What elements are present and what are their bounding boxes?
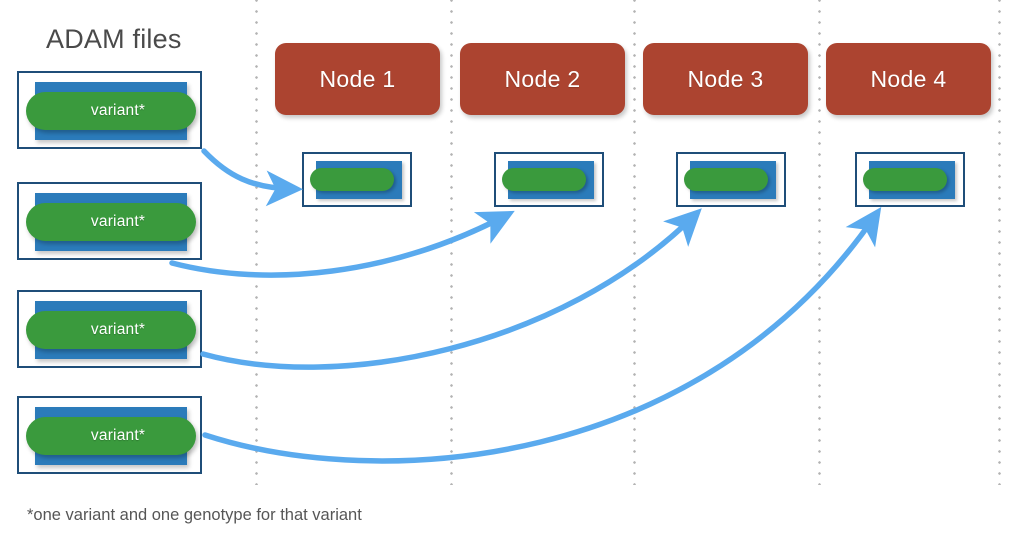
node-box-4[interactable]: Node 4 [826, 43, 991, 115]
column-divider-3 [633, 0, 636, 485]
node-box-2[interactable]: Node 2 [460, 43, 625, 115]
variant-pill-2: variant* [26, 203, 196, 241]
arrow-file3-to-node3 [200, 208, 702, 370]
node-4-record-box[interactable] [855, 152, 965, 207]
column-divider-2 [450, 0, 453, 485]
variant-pill-4: variant* [26, 417, 196, 455]
node-label-1: Node 1 [319, 65, 396, 92]
variant-pill-label-1: variant* [90, 102, 146, 119]
adam-file-box-2[interactable]: variant* [17, 182, 202, 260]
adam-file-box-1[interactable]: variant* [17, 71, 202, 149]
arrow-file1-to-node1 [201, 148, 303, 207]
node-label-3: Node 3 [687, 65, 764, 92]
column-divider-4 [818, 0, 821, 485]
page-title: ADAM files [46, 24, 182, 54]
variant-pill-3: variant* [26, 311, 196, 349]
column-divider-1 [255, 0, 258, 485]
adam-file-box-3[interactable]: variant* [17, 290, 202, 368]
node-box-3[interactable]: Node 3 [643, 43, 808, 115]
node-4-record-pill [863, 168, 947, 191]
node-2-record-box[interactable] [494, 152, 604, 207]
node-label-2: Node 2 [504, 65, 581, 92]
node-box-1[interactable]: Node 1 [275, 43, 440, 115]
node-3-record-box[interactable] [676, 152, 786, 207]
node-label-4: Node 4 [870, 65, 947, 92]
node-2-record-pill [502, 168, 586, 191]
column-divider-5 [998, 0, 1001, 485]
variant-pill-label-2: variant* [90, 213, 146, 230]
arrow-file4-to-node4 [202, 206, 882, 464]
node-3-record-pill [684, 168, 768, 191]
variant-pill-label-3: variant* [90, 321, 146, 338]
adam-file-box-4[interactable]: variant* [17, 396, 202, 474]
node-1-record-box[interactable] [302, 152, 412, 207]
arrow-file2-to-node2 [169, 210, 515, 278]
variant-pill-label-4: variant* [90, 427, 146, 444]
footnote-text: *one variant and one genotype for that v… [27, 506, 362, 524]
node-1-record-pill [310, 168, 394, 191]
variant-pill-1: variant* [26, 92, 196, 130]
